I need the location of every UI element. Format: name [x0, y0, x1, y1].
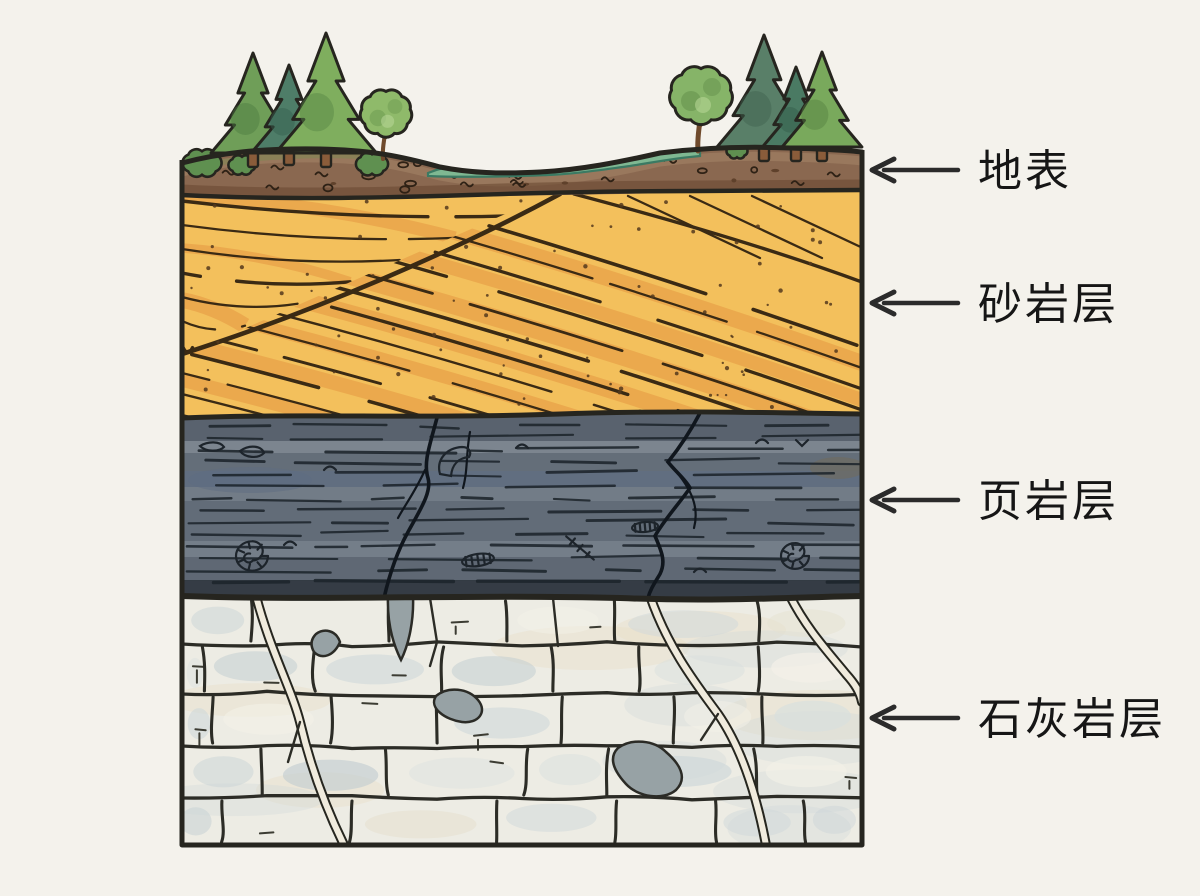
- left-arrow-icon: [869, 486, 961, 514]
- left-arrow-icon: [869, 156, 961, 184]
- soil-sandstone-boundary: [181, 187, 863, 201]
- broadleaf-tree: [358, 88, 414, 162]
- conifer-tree: [274, 31, 378, 169]
- shale-fracture: [396, 468, 427, 520]
- karst-patch: [310, 629, 342, 658]
- layer-boundaries: [179, 144, 865, 848]
- shell-fossil: [438, 445, 472, 478]
- broadleaf-tree: [668, 65, 734, 154]
- ammonite-fossil: [234, 540, 270, 572]
- left-arrow-icon: [869, 289, 961, 317]
- surface-outline: [179, 144, 865, 176]
- label-surface: 地表: [978, 147, 1072, 196]
- left-arrow-icon: [869, 704, 961, 732]
- sandstone-layer: [182, 184, 862, 420]
- surface-vegetation: [181, 31, 864, 179]
- label-shale: 页岩层: [978, 477, 1119, 526]
- karst-patch: [432, 688, 484, 724]
- annotations: 地表 砂岩层 页岩层 石灰岩层: [869, 147, 1166, 744]
- shale-fracture: [646, 411, 702, 600]
- section-frame: [179, 150, 865, 848]
- sandstone-shale-boundary: [181, 409, 863, 421]
- shale-layer: [182, 410, 862, 602]
- shell-fossil: [461, 552, 495, 568]
- shale-limestone-boundary: [181, 593, 863, 603]
- limestone-layer: [182, 592, 862, 845]
- label-sandstone: 砂岩层: [978, 280, 1119, 329]
- shale-fracture: [382, 412, 440, 600]
- karst-patch: [611, 740, 684, 798]
- shale-fracture: [461, 430, 472, 490]
- ammonite-fossil: [779, 541, 811, 570]
- shell-fossil: [630, 520, 660, 534]
- shale-fossils: [198, 438, 811, 574]
- belemnite-fossil: [565, 535, 595, 561]
- cross-bed-boundary: [182, 191, 563, 357]
- karst-patch: [386, 594, 415, 663]
- shale-texture: [182, 411, 862, 600]
- label-limestone: 石灰岩层: [978, 695, 1166, 744]
- shale-fracture: [666, 460, 697, 530]
